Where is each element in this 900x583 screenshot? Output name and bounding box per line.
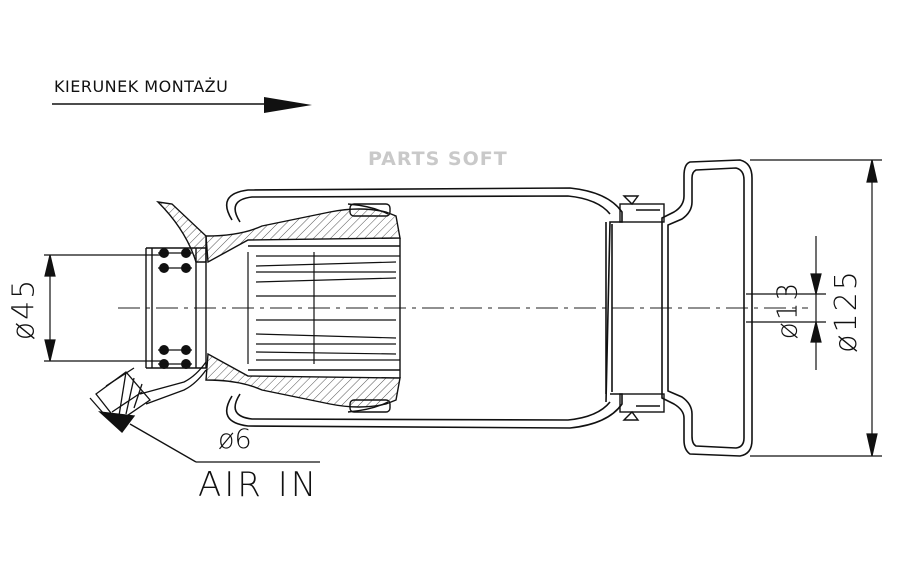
crimp-ring-top [619, 195, 665, 223]
air-in-label: AIR IN [198, 465, 320, 505]
watermark: PARTS SOFT [368, 148, 508, 170]
diameter-6-label: ø6 [218, 424, 252, 455]
top-plate [661, 159, 753, 457]
dimension-d13 [746, 236, 826, 370]
bellows [225, 187, 623, 429]
diameter-45-label: ø45 [6, 277, 42, 341]
crimp-ring-bottom [619, 393, 665, 421]
connector-neck [145, 247, 207, 369]
air-in-leader [98, 411, 320, 463]
mounting-direction-label: KIERUNEK MONTAŻU [54, 77, 229, 96]
piston-ribs [247, 252, 400, 364]
dimension-d45 [44, 254, 162, 362]
piston [156, 201, 401, 413]
diameter-125-label: ø125 [828, 269, 864, 353]
diameter-13-label: ø13 [770, 280, 804, 340]
dimension-d125 [750, 159, 882, 457]
o-ring-lines [158, 252, 192, 365]
direction-arrow [52, 97, 312, 113]
